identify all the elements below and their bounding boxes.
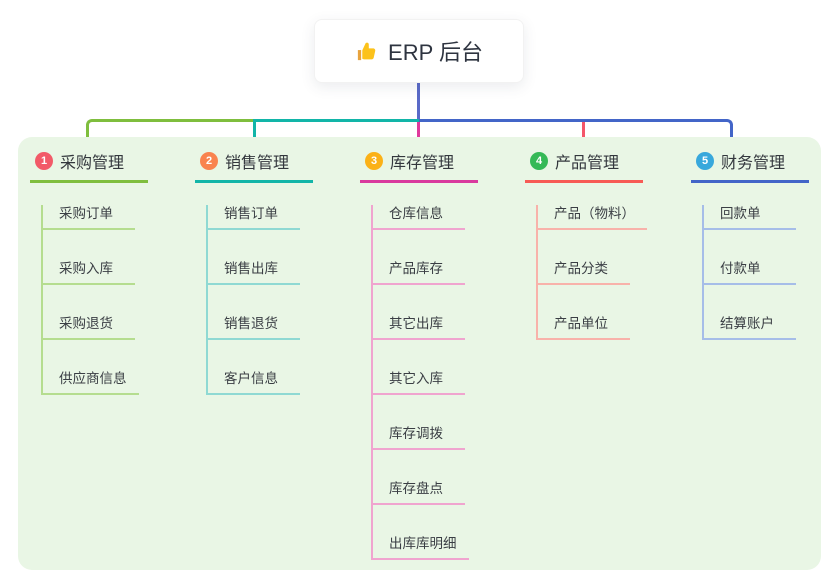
branch-node[interactable]: 2 销售管理 <box>195 149 313 183</box>
child-label: 出库库明细 <box>389 536 457 551</box>
child-label: 产品单位 <box>554 316 608 331</box>
branch-产品管理: 4 产品管理产品（物料） 产品分类产品单位 <box>525 149 655 340</box>
branch-number-badge: 3 <box>365 152 383 170</box>
child-label: 产品分类 <box>554 261 608 276</box>
branch-label: 库存管理 <box>390 155 455 172</box>
child-label: 库存调拨 <box>389 426 443 441</box>
mindmap-panel: 1 采购管理采购订单采购入库采购退货供应商信息 2 销售管理销售订单销售出库销售退货客… <box>18 137 821 570</box>
branch-label: 销售管理 <box>225 155 290 172</box>
branch-children: 销售订单销售出库销售退货客户信息 <box>206 205 325 395</box>
child-node[interactable]: 回款单 <box>704 205 796 230</box>
branch-node[interactable]: 3 库存管理 <box>360 149 478 183</box>
branch-销售管理: 2 销售管理销售订单销售出库销售退货客户信息 <box>195 149 325 395</box>
child-node[interactable]: 采购订单 <box>43 205 135 230</box>
child-label: 采购入库 <box>59 261 113 276</box>
branch-number-badge: 5 <box>696 152 714 170</box>
child-label: 仓库信息 <box>389 206 443 221</box>
branch-number-badge: 2 <box>200 152 218 170</box>
child-node[interactable]: 客户信息 <box>208 370 300 395</box>
branch-node[interactable]: 4 产品管理 <box>525 149 643 183</box>
child-label: 结算账户 <box>720 316 774 331</box>
branch-财务管理: 5 财务管理回款单付款单结算账户 <box>691 149 821 340</box>
branch-采购管理: 1 采购管理采购订单采购入库采购退货供应商信息 <box>30 149 160 395</box>
branch-label: 产品管理 <box>555 155 620 172</box>
branch-number-badge: 4 <box>530 152 548 170</box>
child-label: 采购订单 <box>59 206 113 221</box>
child-node[interactable]: 产品分类 <box>538 260 630 285</box>
child-node[interactable]: 产品（物料） <box>538 205 647 230</box>
child-node[interactable]: 产品单位 <box>538 315 630 340</box>
root-label: ERP 后台 <box>388 40 483 65</box>
child-label: 回款单 <box>720 206 761 221</box>
branch-node[interactable]: 1 采购管理 <box>30 149 148 183</box>
child-label: 供应商信息 <box>59 371 127 386</box>
branch-node[interactable]: 5 财务管理 <box>691 149 809 183</box>
branch-label: 采购管理 <box>60 155 125 172</box>
child-node[interactable]: 出库库明细 <box>373 535 469 560</box>
branch-number-badge: 1 <box>35 152 53 170</box>
connector-elbow-branch-5 <box>419 119 733 152</box>
child-node[interactable]: 仓库信息 <box>373 205 465 230</box>
child-label: 其它出库 <box>389 316 443 331</box>
connector-tee-branch-2 <box>253 119 419 152</box>
child-node[interactable]: 库存调拨 <box>373 425 465 450</box>
child-node[interactable]: 付款单 <box>704 260 796 285</box>
thumbs-up-icon <box>357 42 376 60</box>
root-node[interactable]: ERP 后台 <box>314 19 524 83</box>
child-node[interactable]: 其它入库 <box>373 370 465 395</box>
child-node[interactable]: 库存盘点 <box>373 480 465 505</box>
child-label: 产品（物料） <box>554 206 635 221</box>
child-label: 产品库存 <box>389 261 443 276</box>
child-node[interactable]: 销售出库 <box>208 260 300 285</box>
thumbs-up-hand <box>362 42 376 60</box>
branch-children: 采购订单采购入库采购退货供应商信息 <box>41 205 160 395</box>
child-node[interactable]: 采购入库 <box>43 260 135 285</box>
connector-elbow-branch-1 <box>86 119 253 152</box>
child-node[interactable]: 结算账户 <box>704 315 796 340</box>
child-label: 其它入库 <box>389 371 443 386</box>
branch-label: 财务管理 <box>721 155 786 172</box>
child-node[interactable]: 供应商信息 <box>43 370 139 395</box>
child-node[interactable]: 销售退货 <box>208 315 300 340</box>
child-node[interactable]: 产品库存 <box>373 260 465 285</box>
branch-children: 产品（物料） 产品分类产品单位 <box>536 205 655 340</box>
child-label: 库存盘点 <box>389 481 443 496</box>
child-label: 销售出库 <box>224 261 278 276</box>
branch-children: 回款单付款单结算账户 <box>702 205 821 340</box>
child-label: 销售订单 <box>224 206 278 221</box>
child-node[interactable]: 销售订单 <box>208 205 300 230</box>
branch-children: 仓库信息产品库存其它出库其它入库库存调拨库存盘点出库库明细 <box>371 205 490 560</box>
branch-库存管理: 3 库存管理仓库信息产品库存其它出库其它入库库存调拨库存盘点出库库明细 <box>360 149 490 560</box>
child-label: 销售退货 <box>224 316 278 331</box>
child-node[interactable]: 采购退货 <box>43 315 135 340</box>
child-label: 采购退货 <box>59 316 113 331</box>
child-label: 付款单 <box>720 261 761 276</box>
child-label: 客户信息 <box>224 371 278 386</box>
child-node[interactable]: 其它出库 <box>373 315 465 340</box>
thumbs-up-cuff <box>357 49 362 60</box>
connector-root-vertical <box>417 82 420 122</box>
